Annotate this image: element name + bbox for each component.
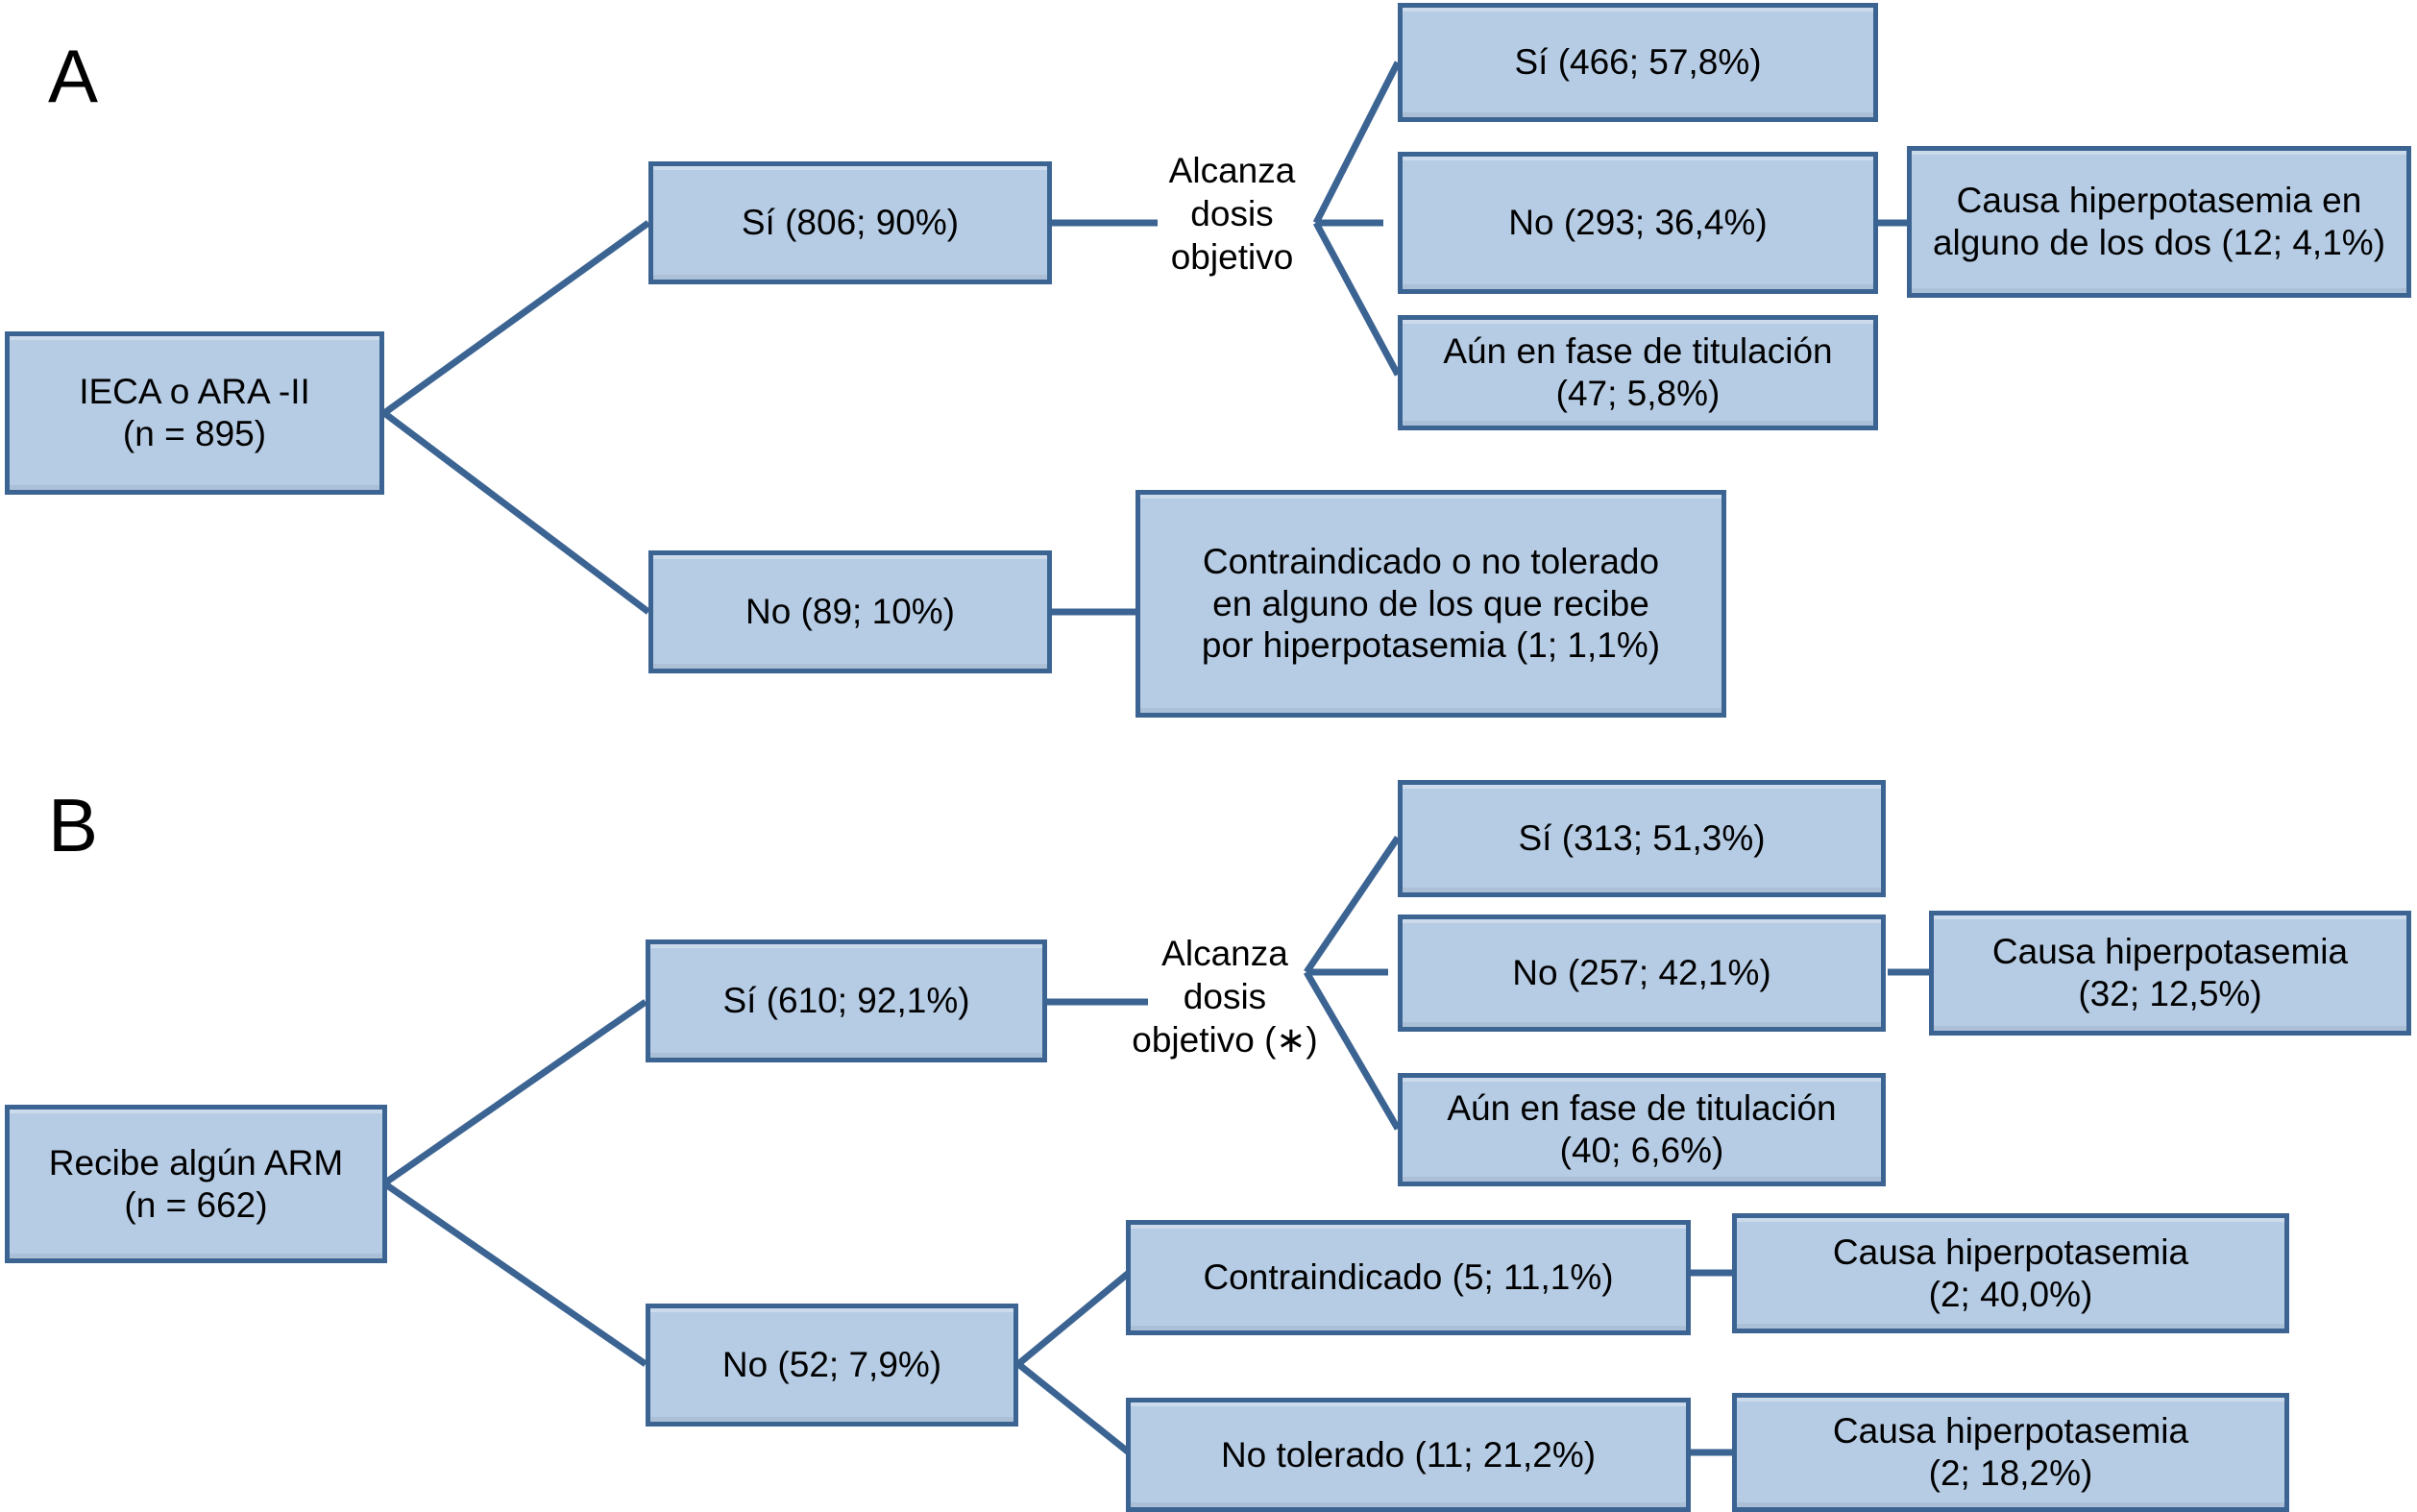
panel-a-yes-child-2-label: No (293; 36,4%) xyxy=(1508,203,1768,243)
panel-b-yes-child-3-label: Aún en fase de titulación (40; 6,6%) xyxy=(1447,1088,1837,1170)
panel-a-root-label: IECA o ARA -II (n = 895) xyxy=(79,372,310,453)
panel-b-branch-yes-node: Sí (610; 92,1%) xyxy=(646,939,1047,1062)
panel-a-branch-yes-node: Sí (806; 90%) xyxy=(648,161,1052,284)
panel-a-branch-yes-label: Sí (806; 90%) xyxy=(741,203,960,243)
panel-b-yes-child-1-node: Sí (313; 51,3%) xyxy=(1398,780,1886,897)
panel-b-no-child-1-label: Contraindicado (5; 11,1%) xyxy=(1203,1257,1614,1298)
panel-a-yes-child-2-node: No (293; 36,4%) xyxy=(1398,152,1878,294)
panel-a-yes-child-3-label: Aún en fase de titulación (47; 5,8%) xyxy=(1443,331,1833,413)
panel-a-yes-child-1-node: Sí (466; 57,8%) xyxy=(1398,3,1878,122)
panel-b-yes-child-2-label: No (257; 42,1%) xyxy=(1512,953,1771,993)
panel-b-branch-yes-label: Sí (610; 92,1%) xyxy=(722,981,970,1021)
panel-b-yes-grandchild-label: Causa hiperpotasemia (32; 12,5%) xyxy=(1991,932,2349,1013)
panel-b-branch-no-node: No (52; 7,9%) xyxy=(646,1304,1018,1427)
panel-letter-b: B xyxy=(48,783,99,867)
panel-a-branch-no-label: No (89; 10%) xyxy=(745,592,955,632)
panel-a-root-node: IECA o ARA -II (n = 895) xyxy=(5,331,384,495)
panel-b-no-grandchild-1-label: Causa hiperpotasemia (2; 40,0%) xyxy=(1832,1232,2189,1314)
panel-a-yes-grandchild-node: Causa hiperpotasemia en alguno de los do… xyxy=(1907,146,2411,298)
panel-b-no-child-2-label: No tolerado (11; 21,2%) xyxy=(1220,1434,1597,1475)
panel-b-no-grandchild-2-label: Causa hiperpotasemia (2; 18,2%) xyxy=(1832,1411,2189,1493)
panel-a-yes-grandchild-label: Causa hiperpotasemia en alguno de los do… xyxy=(1932,181,2386,262)
panel-b-yes-grandchild-node: Causa hiperpotasemia (32; 12,5%) xyxy=(1929,911,2411,1036)
panel-b-no-grandchild-2-node: Causa hiperpotasemia (2; 18,2%) xyxy=(1732,1393,2289,1512)
panel-a-yes-child-1-label: Sí (466; 57,8%) xyxy=(1514,42,1762,83)
panel-a-edge-label: Alcanza dosis objetivo xyxy=(1168,151,1296,278)
panel-b-no-grandchild-1-node: Causa hiperpotasemia (2; 40,0%) xyxy=(1732,1213,2289,1333)
panel-b-edge-label: Alcanza dosis objetivo (∗) xyxy=(1132,934,1318,1061)
panel-a-no-child-label: Contraindicado o no tolerado en alguno d… xyxy=(1201,542,1661,666)
panel-a-branch-no-node: No (89; 10%) xyxy=(648,550,1052,673)
panel-b-yes-child-1-label: Sí (313; 51,3%) xyxy=(1518,818,1766,859)
panel-a-yes-child-3-node: Aún en fase de titulación (47; 5,8%) xyxy=(1398,315,1878,430)
panel-b-branch-no-label: No (52; 7,9%) xyxy=(721,1345,942,1385)
panel-b-yes-child-3-node: Aún en fase de titulación (40; 6,6%) xyxy=(1398,1073,1886,1186)
panel-b-no-child-1-node: Contraindicado (5; 11,1%) xyxy=(1126,1220,1691,1335)
panel-b-no-child-2-node: No tolerado (11; 21,2%) xyxy=(1126,1398,1691,1512)
panel-letter-a: A xyxy=(48,34,99,118)
panel-b-root-label: Recibe algún ARM (n = 662) xyxy=(48,1142,344,1225)
panel-a-no-child-node: Contraindicado o no tolerado en alguno d… xyxy=(1135,490,1726,718)
panel-b-yes-child-2-node: No (257; 42,1%) xyxy=(1398,915,1886,1032)
panel-b-root-node: Recibe algún ARM (n = 662) xyxy=(5,1105,387,1263)
